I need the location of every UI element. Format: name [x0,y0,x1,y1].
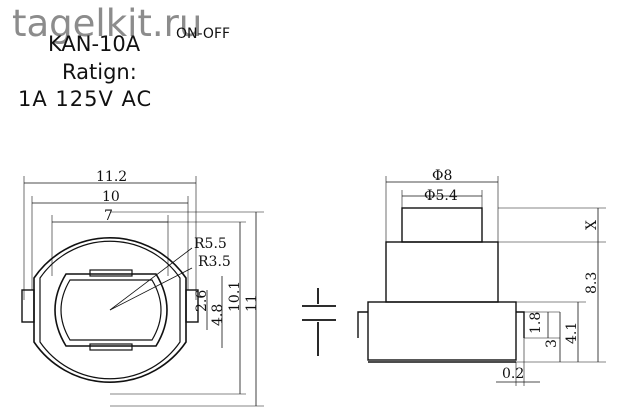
model-title: KAN-10A [48,32,141,56]
dim-10-1: 10.1 [227,281,243,312]
front-rocker-inner [60,279,162,341]
front-rocker-bottom-tab [89,343,133,351]
side-left-terminal [357,311,368,338]
dim-radius-outer: R5.5 [194,236,227,252]
front-body-outer [33,237,187,383]
rating-label: Ratign: [62,60,137,84]
front-left-clip [21,289,35,323]
side-actuator [401,207,483,243]
side-right-terminal [516,311,525,338]
dim-0-2: 0.2 [502,366,524,382]
rating-value: 1A 125V AC [18,87,153,111]
watermark-text: tagelkit.ru [12,2,203,45]
dim-1-8: 1.8 [528,312,544,334]
dim-4-8: 4.8 [210,304,226,326]
front-view [21,176,264,407]
front-rocker-outer [54,273,168,347]
side-view [357,176,606,386]
dim-x: X [584,220,600,230]
dim-11: 11 [244,294,260,312]
dim-diameter-inner: Φ5.4 [424,188,458,204]
dim-width-mid: 10 [102,189,120,205]
switch-symbol [302,288,336,356]
front-right-clip [185,289,199,323]
front-body-inner-ring [39,240,181,380]
side-body-flange [367,301,517,361]
dim-radius-inner: R3.5 [198,254,231,270]
dim-8-3: 8.3 [584,272,600,294]
dim-2-6: 2.6 [194,290,210,312]
side-neck [385,241,499,303]
dim-width-outer: 11.2 [96,169,127,185]
dim-3: 3 [544,339,560,348]
dim-diameter-outer: Φ8 [432,168,452,184]
front-rocker-top-tab [89,269,133,277]
dim-width-inner: 7 [104,208,113,224]
dim-4-1: 4.1 [564,322,580,344]
switch-type-label: ON-OFF [176,26,231,42]
